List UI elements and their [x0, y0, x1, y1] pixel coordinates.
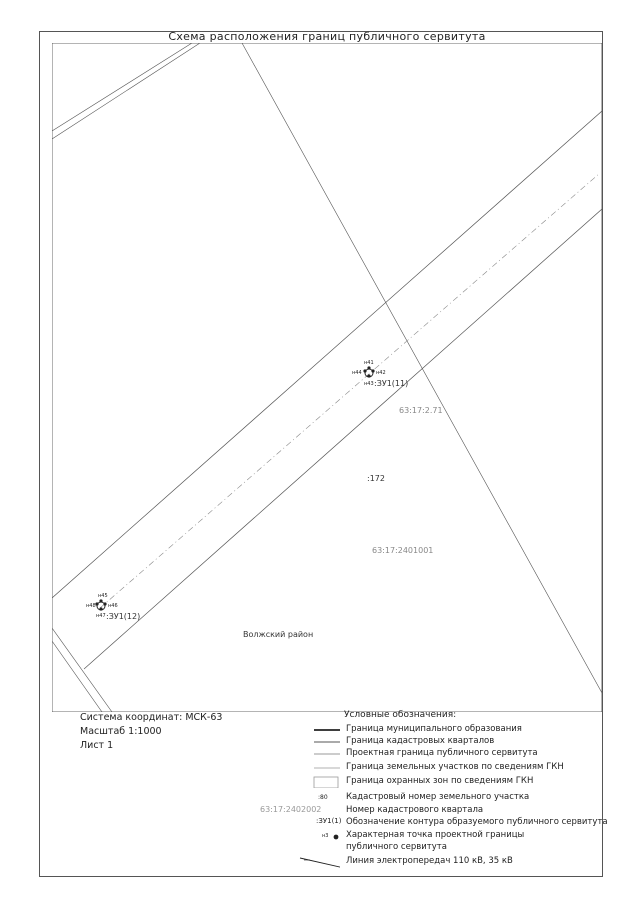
legend-item: Граница охранных зон по сведениям ГКН [296, 776, 596, 788]
easement-contour-label: :ЗУ1(11) [374, 379, 409, 388]
legend-symbol [313, 776, 339, 788]
legend-title: Условные обозначения: [344, 710, 457, 720]
legend-item: 63:17:2402002 Номер кадастрового квартал… [260, 805, 484, 815]
easement-contour-label: :ЗУ1(12) [106, 612, 141, 621]
legend-symbol [314, 767, 340, 769]
legend-symbol [299, 857, 340, 868]
legend-item: н3 Характерная точка проектной границы п… [322, 830, 525, 852]
strip-edge-upper [52, 110, 602, 599]
coordinate-system: Система координат: МСК-63 [80, 712, 223, 723]
map-canvas [52, 43, 602, 712]
point-cluster-bottom [95, 599, 107, 611]
point-cluster-top [363, 366, 375, 378]
scale: Масштаб 1:1000 [80, 726, 162, 737]
legend-item: Линия электропередач 110 кВ, 35 кВ [296, 856, 596, 868]
corner-line-b [52, 640, 103, 712]
drawing-frame [39, 31, 603, 877]
corner-line-a [52, 627, 113, 712]
cadastral-number-label: 63:17:2.71 [399, 406, 443, 415]
node-label: н48 [86, 603, 96, 609]
legend-point-icon [333, 834, 339, 840]
parcel-number-label: :172 [367, 474, 385, 483]
node-label: н44 [352, 370, 362, 376]
district-label: Волжский район [243, 630, 314, 639]
node-label: н43 [364, 381, 374, 387]
legend-item: Граница муниципального образования [296, 724, 596, 736]
page-title: Схема расположения границ публичного сер… [168, 30, 486, 43]
road-line-b [52, 43, 201, 140]
quarter-number-label: 63:17:2401001 [372, 546, 434, 555]
legend-item: Проектная граница публичного сервитута [296, 748, 596, 760]
node-label: н46 [108, 603, 118, 609]
node-label: н45 [98, 593, 108, 599]
road-line-a [52, 43, 193, 132]
legend-item: :ЗУ1(1) Обозначение контура образуемого … [316, 817, 608, 827]
sheet-number: Лист 1 [80, 740, 114, 751]
legend-symbol [314, 753, 340, 755]
node-label: н41 [364, 360, 374, 366]
legend-item: Граница кадастровых кварталов [296, 736, 596, 748]
legend-item: :80 Кадастровый номер земельного участка [318, 792, 530, 802]
map-area [52, 43, 602, 712]
quarter-boundary-line [241, 43, 602, 694]
legend-symbol [314, 741, 340, 743]
node-label: н42 [376, 370, 386, 376]
legend-item: Граница земельных участков по сведениям … [296, 762, 596, 774]
legend-symbol [314, 729, 340, 731]
node-label: н47 [96, 613, 106, 619]
strip-edge-lower [83, 208, 602, 670]
